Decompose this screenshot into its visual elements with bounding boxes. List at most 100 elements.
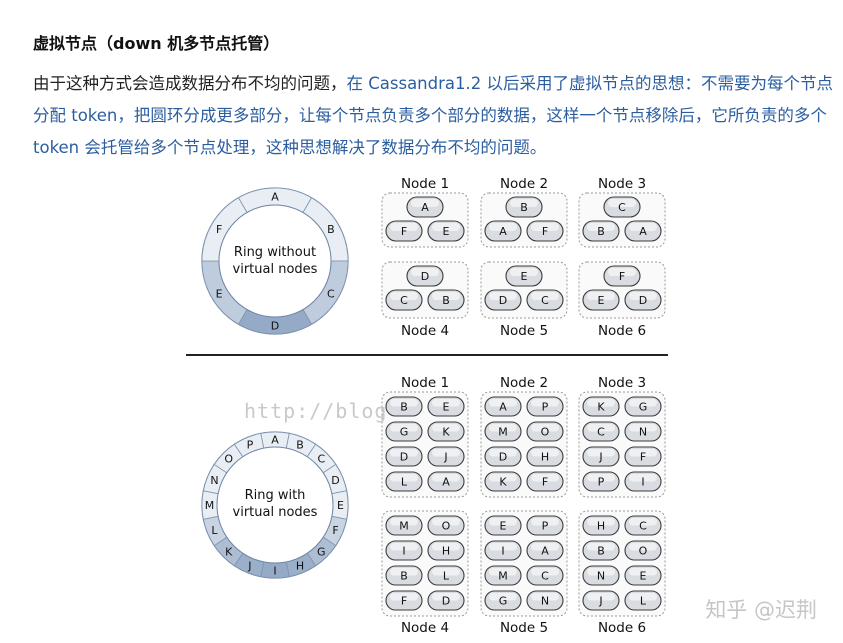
svg-text:B: B [597, 545, 605, 558]
top-token: A [406, 196, 444, 218]
bottom-ring-segment-label: E [337, 499, 344, 512]
svg-text:F: F [619, 270, 625, 283]
top-node-title: Node 1 [401, 176, 449, 192]
bottom-node-box [578, 510, 666, 617]
top-node-title: Node 6 [598, 323, 646, 339]
bottom-node-title: Node 6 [598, 620, 646, 636]
bottom-node-title: Node 2 [500, 375, 548, 391]
signature: 知乎 @迟荆 [705, 598, 817, 622]
svg-text:N: N [639, 426, 647, 439]
bottom-token: C [526, 565, 564, 586]
bottom-token: L [385, 471, 423, 492]
svg-text:A: A [541, 545, 549, 558]
bottom-token: N [526, 590, 564, 611]
bottom-token: H [582, 515, 620, 536]
bottom-token: I [484, 540, 522, 561]
bottom-ring-segment-label: B [296, 438, 304, 451]
bottom-token: K [582, 396, 620, 417]
svg-text:K: K [597, 401, 605, 414]
bottom-node-title: Node 5 [500, 620, 548, 636]
top-token: B [427, 289, 465, 311]
top-node-title: Node 3 [598, 176, 646, 192]
bottom-token: L [624, 590, 662, 611]
svg-text:C: C [639, 520, 647, 533]
svg-text:D: D [421, 270, 429, 283]
top-node-title: Node 2 [500, 176, 548, 192]
top-token: C [526, 289, 564, 311]
top-token: F [385, 220, 423, 242]
svg-text:D: D [499, 294, 507, 307]
svg-text:L: L [443, 570, 450, 583]
bottom-token: J [582, 590, 620, 611]
top-token: D [624, 289, 662, 311]
bottom-node-box [381, 391, 469, 498]
bottom-ring-segment-label: M [205, 499, 215, 512]
bottom-ring-segment-label: G [317, 545, 326, 558]
svg-text:B: B [597, 225, 605, 238]
bottom-token: D [484, 446, 522, 467]
svg-text:C: C [400, 294, 408, 307]
top-node-title: Node 4 [401, 323, 449, 339]
svg-text:J: J [598, 595, 602, 608]
bottom-token: C [582, 421, 620, 442]
svg-text:N: N [597, 570, 605, 583]
bottom-token: E [484, 515, 522, 536]
bottom-token: A [484, 396, 522, 417]
top-ring-segment-label: E [216, 287, 223, 300]
bottom-token: B [385, 565, 423, 586]
bottom-ring-ring-label: Ring with [245, 488, 306, 503]
top-token: D [406, 265, 444, 287]
svg-text:E: E [443, 225, 450, 238]
bottom-token: B [582, 540, 620, 561]
bottom-token: D [385, 446, 423, 467]
bottom-ring-ring-label: virtual nodes [233, 505, 318, 520]
section-heading: 虚拟节点（down 机多节点托管） [33, 34, 280, 53]
svg-text:N: N [541, 595, 549, 608]
svg-text:A: A [639, 225, 647, 238]
bottom-token: M [484, 565, 522, 586]
top-token: F [603, 265, 641, 287]
svg-text:A: A [421, 201, 429, 214]
bottom-token: G [385, 421, 423, 442]
top-token: B [582, 220, 620, 242]
svg-text:A: A [499, 401, 507, 414]
svg-text:B: B [400, 401, 408, 414]
bottom-node-title: Node 3 [598, 375, 646, 391]
svg-text:C: C [597, 426, 605, 439]
svg-text:G: G [400, 426, 409, 439]
svg-text:P: P [542, 401, 549, 414]
svg-text:F: F [542, 476, 548, 489]
bottom-ring-segment-label: N [210, 474, 218, 487]
top-token: C [603, 196, 641, 218]
svg-text:B: B [520, 201, 528, 214]
bottom-token: F [385, 590, 423, 611]
bottom-ring-segment-label: I [273, 565, 276, 578]
bottom-ring-segment-label: F [332, 524, 338, 537]
svg-text:A: A [442, 476, 450, 489]
top-token: F [526, 220, 564, 242]
bottom-node-box [578, 391, 666, 498]
svg-text:F: F [640, 451, 646, 464]
bottom-ring-segment-label: C [317, 453, 325, 466]
svg-text:E: E [521, 270, 528, 283]
svg-text:O: O [442, 520, 451, 533]
bottom-token: J [427, 446, 465, 467]
bottom-token: M [385, 515, 423, 536]
svg-text:O: O [639, 545, 648, 558]
top-node-title: Node 5 [500, 323, 548, 339]
bottom-ring-segment-label: D [331, 474, 339, 487]
svg-text:C: C [618, 201, 626, 214]
top-token: A [484, 220, 522, 242]
top-ring-segment-label: D [271, 320, 279, 333]
bottom-ring-segment-label: H [296, 560, 304, 573]
paragraph-part-1: 由于这种方式会造成数据分布不均的问题， [33, 74, 347, 93]
bottom-token: D [427, 590, 465, 611]
bottom-token: B [385, 396, 423, 417]
svg-text:I: I [501, 545, 504, 558]
top-token: C [385, 289, 423, 311]
svg-text:A: A [499, 225, 507, 238]
svg-text:I: I [402, 545, 405, 558]
top-ring-segment-label: F [216, 223, 222, 236]
bottom-token: G [624, 396, 662, 417]
bottom-token: M [484, 421, 522, 442]
